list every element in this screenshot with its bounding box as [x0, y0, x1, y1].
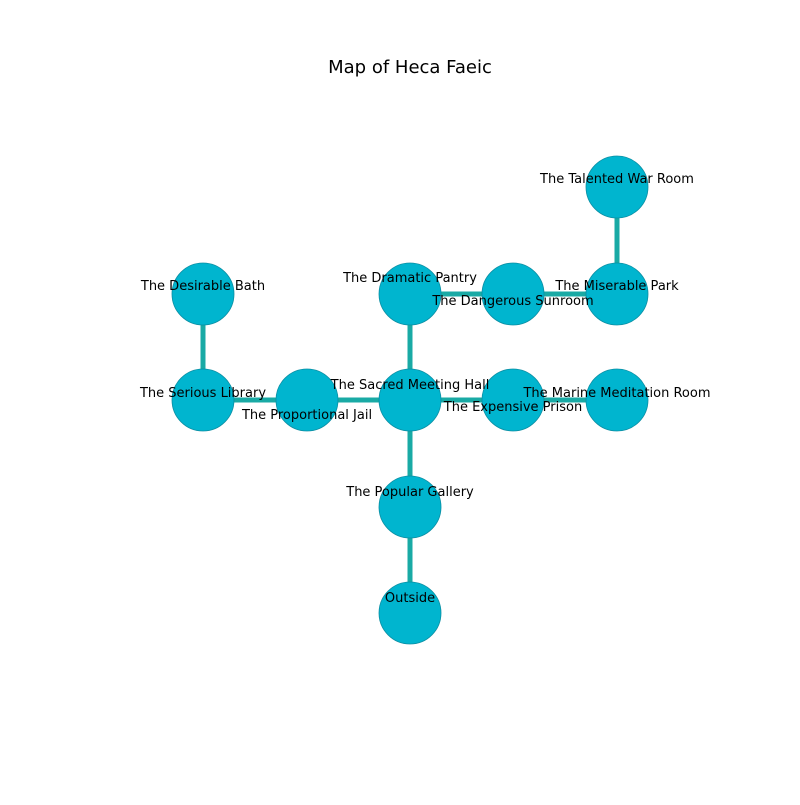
room-node-serious-library — [171, 368, 235, 432]
room-label-marine-meditation-room: The Marine Meditation Room — [522, 386, 710, 401]
room-label-serious-library: The Serious Library — [139, 386, 266, 401]
room-label-dangerous-sunroom: The Dangerous Sunroom — [431, 294, 593, 309]
room-node-talented-war-room — [585, 155, 649, 219]
room-label-sacred-meeting-hall: The Sacred Meeting Hall — [330, 378, 490, 393]
room-label-talented-war-room: The Talented War Room — [539, 172, 694, 187]
map-title: Map of Heca Faeic — [328, 57, 492, 78]
room-node-miserable-park — [585, 262, 649, 326]
room-label-outside: Outside — [385, 591, 435, 606]
room-label-miserable-park: The Miserable Park — [554, 279, 679, 294]
room-label-desirable-bath: The Desirable Bath — [140, 279, 265, 294]
room-node-dangerous-sunroom — [481, 262, 545, 326]
room-label-proportional-jail: The Proportional Jail — [241, 408, 372, 423]
room-label-expensive-prison: The Expensive Prison — [443, 400, 582, 415]
room-node-popular-gallery — [378, 475, 442, 539]
room-label-popular-gallery: The Popular Gallery — [345, 485, 474, 500]
rooms-layer — [171, 155, 649, 645]
room-node-sacred-meeting-hall — [378, 368, 442, 432]
room-node-marine-meditation-room — [585, 368, 649, 432]
room-node-dramatic-pantry — [378, 262, 442, 326]
room-node-outside — [378, 581, 442, 645]
room-node-desirable-bath — [171, 262, 235, 326]
room-label-dramatic-pantry: The Dramatic Pantry — [342, 271, 477, 286]
room-node-expensive-prison — [481, 368, 545, 432]
room-node-proportional-jail — [275, 368, 339, 432]
